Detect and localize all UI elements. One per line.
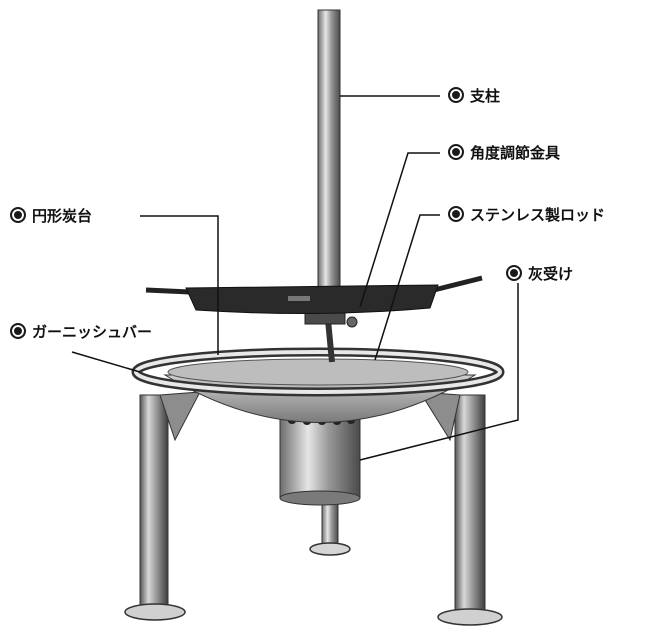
label-stainless-rod: ステンレス製ロッド xyxy=(448,206,605,224)
label-ash-tray: 灰受け xyxy=(506,265,573,283)
ring-inner xyxy=(167,358,469,386)
hexagon-bullet-icon xyxy=(506,265,522,281)
angle-bracket-knob xyxy=(346,316,358,328)
charcoal-stand-handle-right xyxy=(433,275,483,293)
label-charcoal-stand-text: 円形炭台 xyxy=(32,207,93,225)
bracket-left xyxy=(159,391,201,442)
charcoal-stand-handle-left xyxy=(145,287,191,295)
pillar xyxy=(317,9,341,301)
stainless-rod xyxy=(325,319,335,363)
hexagon-bullet-icon xyxy=(448,206,464,222)
center-foot xyxy=(309,542,351,556)
label-pillar: 支柱 xyxy=(448,87,500,105)
label-angle-bracket: 角度調節金具 xyxy=(448,144,560,162)
label-angle-bracket-text: 角度調節金具 xyxy=(470,144,561,162)
foot-left xyxy=(124,603,186,621)
label-charcoal-stand: 円形炭台 xyxy=(10,207,92,225)
label-pillar-text: 支柱 xyxy=(470,87,501,105)
garnish-ring-highlight xyxy=(134,350,502,394)
hexagon-bullet-icon xyxy=(448,144,464,160)
leader-lines xyxy=(71,95,519,461)
label-stainless-rod-text: ステンレス製ロッド xyxy=(470,206,606,224)
label-ganish-bar-text: ガーニッシュバー xyxy=(32,323,153,341)
charcoal-stand-grip xyxy=(288,296,310,301)
ash-tray-bottom xyxy=(279,490,361,506)
foot-right xyxy=(437,608,503,626)
hexagon-bullet-icon xyxy=(448,87,464,103)
hexagon-bullet-icon xyxy=(10,207,26,223)
hexagon-bullet-icon xyxy=(10,323,26,339)
label-ganish-bar: ガーニッシュバー xyxy=(10,323,152,341)
charcoal-stand xyxy=(185,284,439,315)
leg-left xyxy=(139,394,169,611)
label-ash-tray-text: 灰受け xyxy=(528,265,574,283)
leg-right xyxy=(454,394,486,616)
